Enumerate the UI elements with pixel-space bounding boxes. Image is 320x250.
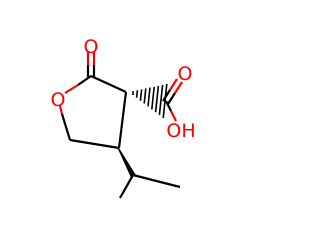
bond-c3-to-c2: [90, 74, 127, 94]
bond-c4-to-c3: [117, 91, 128, 149]
bond-isopropyl-right-methyl: [132, 173, 181, 189]
acid-carbonyl-oxygen-label: O: [178, 63, 193, 85]
hashed-wedge-c3-to-acid: [132, 83, 168, 119]
molecule-structure: O O O OH: [51, 36, 196, 199]
solid-wedge-c4-to-isopropyl: [117, 148, 136, 177]
bond-carbonyl-c-to-ring-o: [64, 75, 92, 94]
bond-acid-carbonyl-double: [162, 78, 183, 105]
bond-acid-c-to-oh: [165, 100, 177, 122]
bond-isopropyl-left-methyl: [119, 174, 134, 199]
bond-lactone-carbonyl-double: [86, 51, 96, 77]
bond-ring-o-to-ch2: [58, 105, 72, 141]
lactone-carbonyl-oxygen-label: O: [84, 36, 99, 58]
ring-oxygen-label: O: [51, 89, 66, 111]
bond-ch2-to-c4: [69, 138, 120, 150]
hydroxyl-label: OH: [166, 120, 195, 142]
